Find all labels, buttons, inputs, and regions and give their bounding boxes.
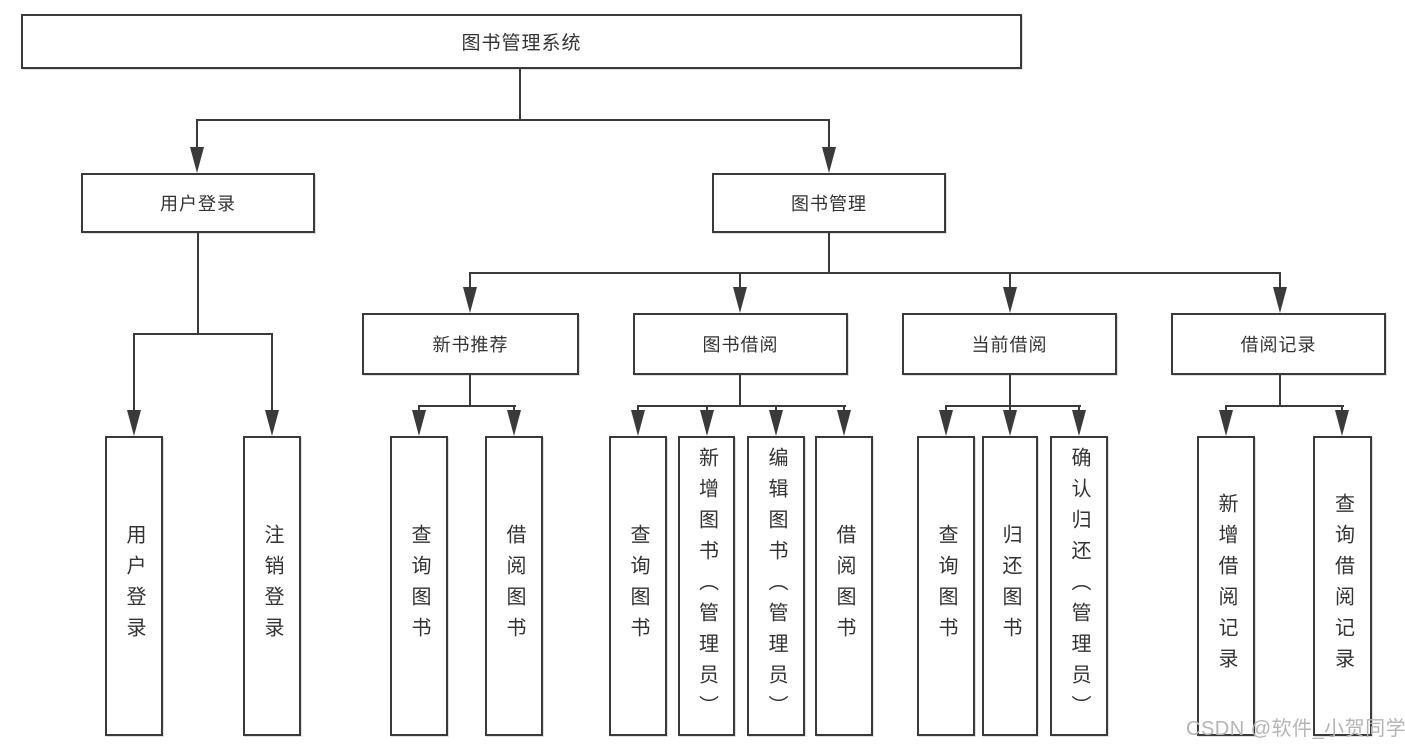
connector-line <box>1009 405 1011 413</box>
node-library-management-system: 图书管理系统 <box>21 14 1022 69</box>
arrow-down-icon <box>1273 287 1287 313</box>
connector-line <box>1009 272 1011 289</box>
connector-line <box>469 375 471 407</box>
leaf-logout: 注销登录 <box>243 436 301 736</box>
connector-line <box>945 405 1081 407</box>
leaf-return-books: 归还图书 <box>982 436 1038 736</box>
node-label: 图书管理系统 <box>461 33 582 54</box>
connector-line <box>513 405 515 413</box>
arrow-down-icon <box>265 410 279 436</box>
leaf-confirm-return-admin: 确认归还（管理员） <box>1050 436 1108 736</box>
leaf-label: 归还图书 <box>999 524 1021 648</box>
leaf-label: 查询图书 <box>408 524 430 648</box>
connector-line <box>197 233 199 334</box>
leaf-add-borrow-record: 新增借阅记录 <box>1197 436 1255 736</box>
connector-line <box>1009 375 1011 407</box>
connector-line <box>706 405 708 413</box>
node-current-borrowing: 当前借阅 <box>902 313 1117 375</box>
node-label: 新书推荐 <box>432 335 509 355</box>
leaf-user-login: 用户登录 <box>105 436 163 736</box>
arrow-down-icon <box>1072 410 1086 436</box>
arrow-down-icon <box>631 410 645 436</box>
arrow-down-icon <box>700 410 714 436</box>
arrow-down-icon <box>1219 410 1233 436</box>
connector-line <box>1078 405 1080 413</box>
connector-line <box>418 405 516 407</box>
connector-line <box>133 333 135 412</box>
leaf-label: 新增图书（管理员） <box>695 446 718 726</box>
leaf-query-books-current: 查询图书 <box>917 436 975 736</box>
arrow-down-icon <box>769 410 783 436</box>
arrow-down-icon <box>939 410 953 436</box>
leaf-query-books-recommend: 查询图书 <box>390 436 448 736</box>
leaf-query-books-borrow: 查询图书 <box>609 436 667 736</box>
connector-line <box>1225 405 1227 413</box>
node-user-login: 用户登录 <box>81 173 315 233</box>
node-label: 当前借阅 <box>971 335 1048 355</box>
node-label: 用户登录 <box>160 194 236 214</box>
node-label: 图书借阅 <box>702 335 779 355</box>
leaf-label: 借阅图书 <box>503 524 525 648</box>
connector-line <box>843 405 845 413</box>
leaf-label: 查询图书 <box>627 524 649 648</box>
leaf-borrow-books: 借阅图书 <box>815 436 873 736</box>
connector-line <box>469 272 1281 274</box>
leaf-label: 借阅图书 <box>833 524 855 648</box>
leaf-label: 用户登录 <box>123 524 145 648</box>
connector-line <box>775 405 777 413</box>
connector-line <box>1279 375 1281 407</box>
node-book-management: 图书管理 <box>712 173 946 233</box>
arrow-down-icon <box>1003 410 1017 436</box>
node-borrowing-records: 借阅记录 <box>1171 313 1386 375</box>
connector-line <box>637 405 639 413</box>
leaf-borrow-books-recommend: 借阅图书 <box>485 436 543 736</box>
leaf-label: 编辑图书（管理员） <box>765 446 787 726</box>
node-label: 借阅记录 <box>1240 335 1317 355</box>
leaf-label: 新增借阅记录 <box>1215 493 1237 679</box>
arrow-down-icon <box>822 147 836 173</box>
node-new-book-recommendation: 新书推荐 <box>362 313 579 375</box>
connector-line <box>637 405 846 407</box>
leaf-add-books-admin: 新增图书（管理员） <box>678 436 735 736</box>
connector-line <box>1225 405 1344 407</box>
connector-line <box>519 69 521 121</box>
connector-line <box>828 119 830 149</box>
leaf-query-borrow-record: 查询借阅记录 <box>1313 436 1372 736</box>
arrow-down-icon <box>837 410 851 436</box>
connector-line <box>133 333 273 335</box>
connector-line <box>196 119 830 121</box>
node-label: 图书管理 <box>791 194 867 214</box>
arrow-down-icon <box>507 410 521 436</box>
leaf-label: 查询借阅记录 <box>1331 493 1354 679</box>
connector-line <box>828 233 830 274</box>
connector-line <box>1279 272 1281 289</box>
connector-line <box>418 405 420 413</box>
arrow-down-icon <box>1003 287 1017 313</box>
connector-line <box>196 119 198 149</box>
arrow-down-icon <box>733 287 747 313</box>
leaf-label: 确认归还（管理员） <box>1068 446 1090 726</box>
leaf-label: 注销登录 <box>261 524 283 648</box>
arrow-down-icon <box>463 287 477 313</box>
connector-line <box>739 375 741 407</box>
csdn-watermark: CSDN @软件_小贺同学 <box>1186 718 1405 740</box>
connector-line <box>739 272 741 289</box>
leaf-label: 查询图书 <box>935 524 957 648</box>
connector-line <box>1341 405 1343 413</box>
arrow-down-icon <box>1335 410 1349 436</box>
connector-line <box>469 272 471 289</box>
node-book-borrowing: 图书借阅 <box>633 313 848 375</box>
arrow-down-icon <box>127 410 141 436</box>
connector-line <box>945 405 947 413</box>
arrow-down-icon <box>190 147 204 173</box>
leaf-edit-books-admin: 编辑图书（管理员） <box>747 436 805 736</box>
connector-line <box>271 333 273 412</box>
arrow-down-icon <box>412 410 426 436</box>
